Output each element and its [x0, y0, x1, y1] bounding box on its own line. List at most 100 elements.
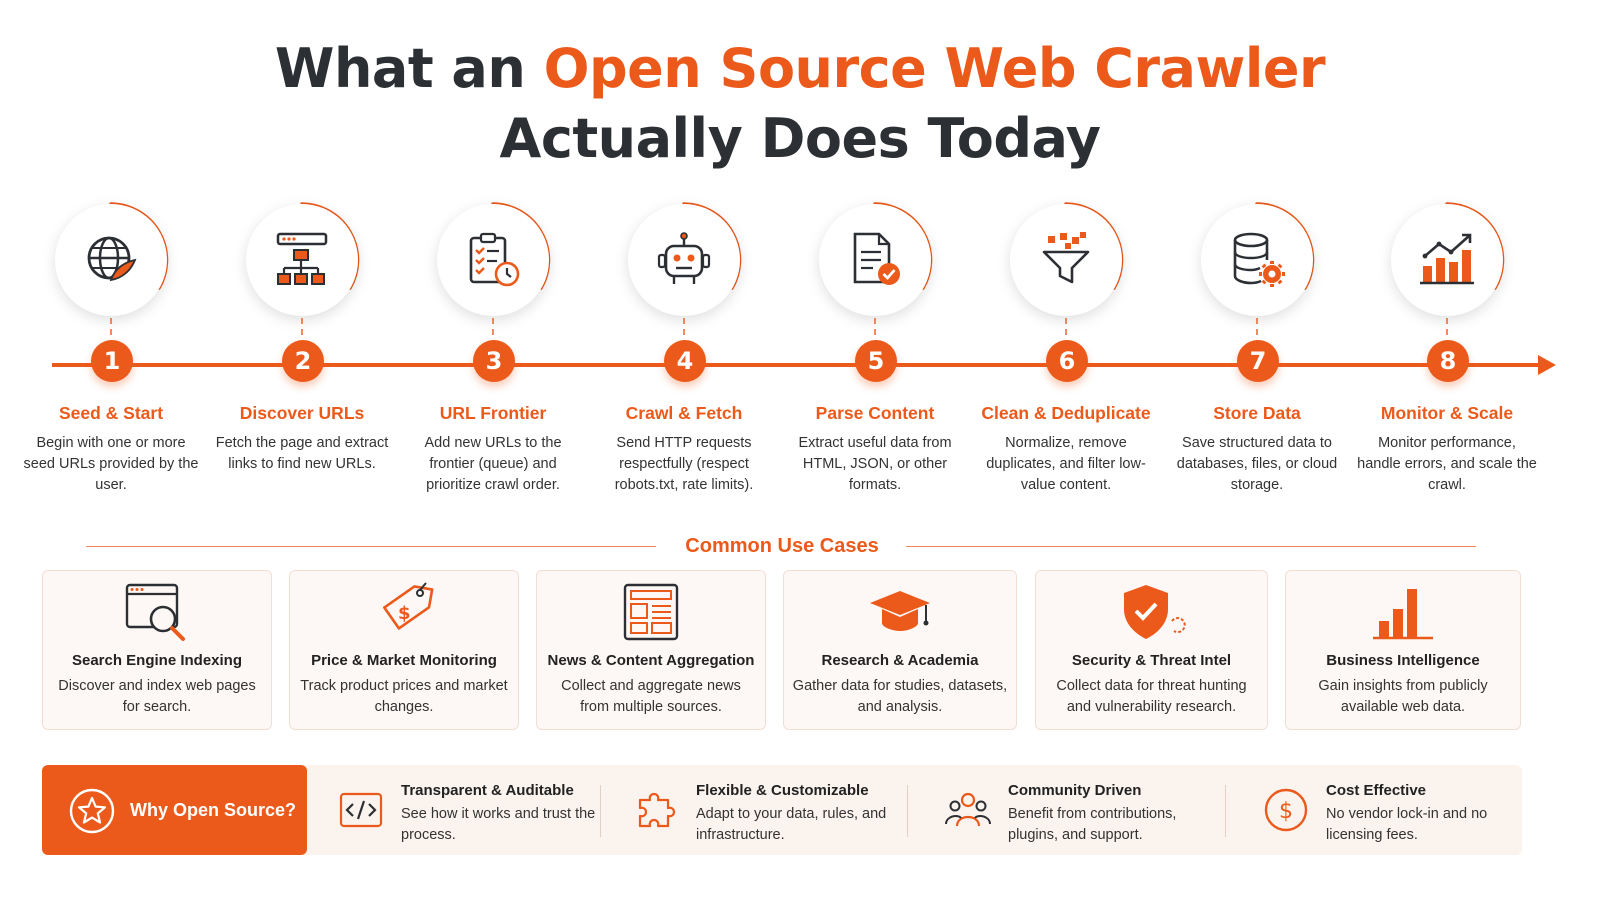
step-url-frontier: 3 URL Frontier Add new URLs to the front… [398, 200, 588, 500]
robot-icon [657, 232, 711, 284]
step-description: Begin with one or more seed URLs provide… [23, 435, 199, 493]
step-label: Monitor & Scale [1380, 403, 1514, 423]
step-number: 1 [91, 340, 133, 382]
browser-search-icon [125, 583, 185, 641]
step-description: Normalize, remove duplicates, and filter… [986, 435, 1146, 493]
benefit-divider [907, 785, 908, 837]
globe-icon [87, 236, 137, 282]
use-case-title: Business Intelligence [1326, 652, 1480, 669]
step-number: 7 [1237, 340, 1279, 382]
step-label: Seed & Start [58, 403, 164, 423]
title-line-2: Actually Does Today [499, 107, 1101, 170]
benefit-title: Transparent & Auditable [401, 782, 574, 799]
benefit-divider [600, 785, 601, 837]
document-check-icon [853, 232, 900, 285]
step-label: Crawl & Fetch [625, 403, 743, 423]
community-icon [945, 792, 991, 827]
timeline-line [52, 363, 1542, 367]
step-number: 5 [855, 340, 897, 382]
use-case-title: Price & Market Monitoring [311, 652, 497, 669]
step-icon-circle [1201, 204, 1313, 316]
benefit-description: Adapt to your data, rules, and infrastru… [696, 806, 887, 843]
funnel-icon [1042, 232, 1090, 284]
step-number: 2 [282, 340, 324, 382]
section-rule-right [906, 546, 1476, 547]
benefit-divider [1225, 785, 1226, 837]
step-icon-circle [1010, 204, 1122, 316]
use-case-title: News & Content Aggregation [547, 652, 755, 669]
use-case-card: Search Engine Indexing Discover and inde… [42, 570, 272, 730]
step-label: Clean & Deduplicate [981, 403, 1151, 423]
use-cases-heading: Common Use Cases [685, 535, 879, 557]
use-case-description: Collect data for threat hunting and vuln… [1056, 678, 1247, 715]
step-number: 6 [1046, 340, 1088, 382]
benefit-description: See how it works and trust the process. [401, 806, 596, 843]
step-connector [874, 318, 876, 346]
benefit-title: Cost Effective [1326, 782, 1427, 799]
step-crawl-fetch: 4 Crawl & Fetch Send HTTP requests respe… [589, 200, 779, 500]
benefit-title: Community Driven [1008, 782, 1142, 799]
step-seed-start: 1 Seed & Start Begin with one or more se… [16, 200, 206, 500]
puzzle-icon [638, 792, 676, 828]
step-icon-circle [437, 204, 549, 316]
price-tag-icon: $ [383, 582, 434, 630]
database-gear-icon [1233, 232, 1285, 287]
step-label: Parse Content [815, 403, 935, 423]
step-icon-circle [628, 204, 740, 316]
step-number: 8 [1427, 340, 1469, 382]
use-case-title: Search Engine Indexing [71, 652, 243, 669]
step-connector [301, 318, 303, 346]
step-icon-circle [55, 204, 167, 316]
checklist-clock-icon [469, 232, 520, 287]
why-open-source-badge: Why Open Source? [42, 765, 307, 855]
use-case-description: Track product prices and market changes. [300, 678, 508, 715]
shield-check-icon [1123, 585, 1186, 639]
step-icon-circle [1391, 204, 1503, 316]
use-case-card: $ Price & Market Monitoring Track produc… [289, 570, 519, 730]
step-label: URL Frontier [439, 403, 547, 423]
dollar-icon: $ [1264, 788, 1308, 832]
timeline-arrow-icon [1538, 355, 1556, 375]
step-number: 4 [664, 340, 706, 382]
benefit-description: No vendor lock-in and no licensing fees. [1326, 806, 1488, 843]
step-description: Fetch the page and extract links to find… [215, 435, 389, 472]
step-connector [1256, 318, 1258, 346]
benefit-title: Flexible & Customizable [696, 782, 869, 799]
step-label: Store Data [1213, 403, 1301, 423]
step-description: Send HTTP requests respectfully (respect… [614, 435, 754, 493]
step-monitor-scale: 8 Monitor & Scale Monitor performance, h… [1352, 200, 1542, 500]
use-case-title: Security & Threat Intel [1071, 652, 1232, 669]
step-description: Add new URLs to the frontier (queue) and… [424, 435, 562, 493]
step-parse-content: 5 Parse Content Extract useful data from… [780, 200, 970, 500]
step-connector [492, 318, 494, 346]
use-case-description: Discover and index web pages for search. [58, 678, 256, 715]
step-clean-deduplicate: 6 Clean & Deduplicate Normalize, remove … [971, 200, 1161, 500]
step-description: Monitor performance, handle errors, and … [1357, 435, 1537, 493]
step-description: Save structured data to databases, files… [1176, 435, 1338, 493]
use-case-title: Research & Academia [821, 652, 979, 669]
growth-chart-icon [1420, 233, 1474, 285]
step-connector [1446, 318, 1448, 346]
step-store-data: 7 Store Data Save structured data to dat… [1162, 200, 1352, 500]
step-label: Discover URLs [239, 403, 365, 423]
step-connector [1065, 318, 1067, 346]
step-icon-circle [819, 204, 931, 316]
code-icon [339, 792, 383, 828]
sitemap-icon [276, 232, 328, 285]
star-icon [69, 788, 115, 834]
newspaper-icon [623, 583, 679, 641]
step-connector [110, 318, 112, 346]
step-description: Extract useful data from HTML, JSON, or … [798, 435, 952, 493]
svg-text:$: $ [398, 603, 411, 624]
benefit-description: Benefit from contributions, plugins, and… [1008, 806, 1177, 843]
step-discover-urls: 2 Discover URLs Fetch the page and extra… [207, 200, 397, 500]
use-case-description: Collect and aggregate news from multiple… [561, 678, 741, 715]
graduation-cap-icon [870, 591, 930, 631]
title-line-1: What an Open Source Web Crawler [274, 37, 1326, 100]
bar-chart-icon [1373, 589, 1433, 640]
why-open-source-title: Why Open Source? [130, 800, 297, 820]
step-icon-circle [246, 204, 358, 316]
use-case-card: Business Intelligence Gain insights from… [1285, 570, 1521, 730]
step-number: 3 [473, 340, 515, 382]
svg-text:$: $ [1279, 799, 1293, 824]
